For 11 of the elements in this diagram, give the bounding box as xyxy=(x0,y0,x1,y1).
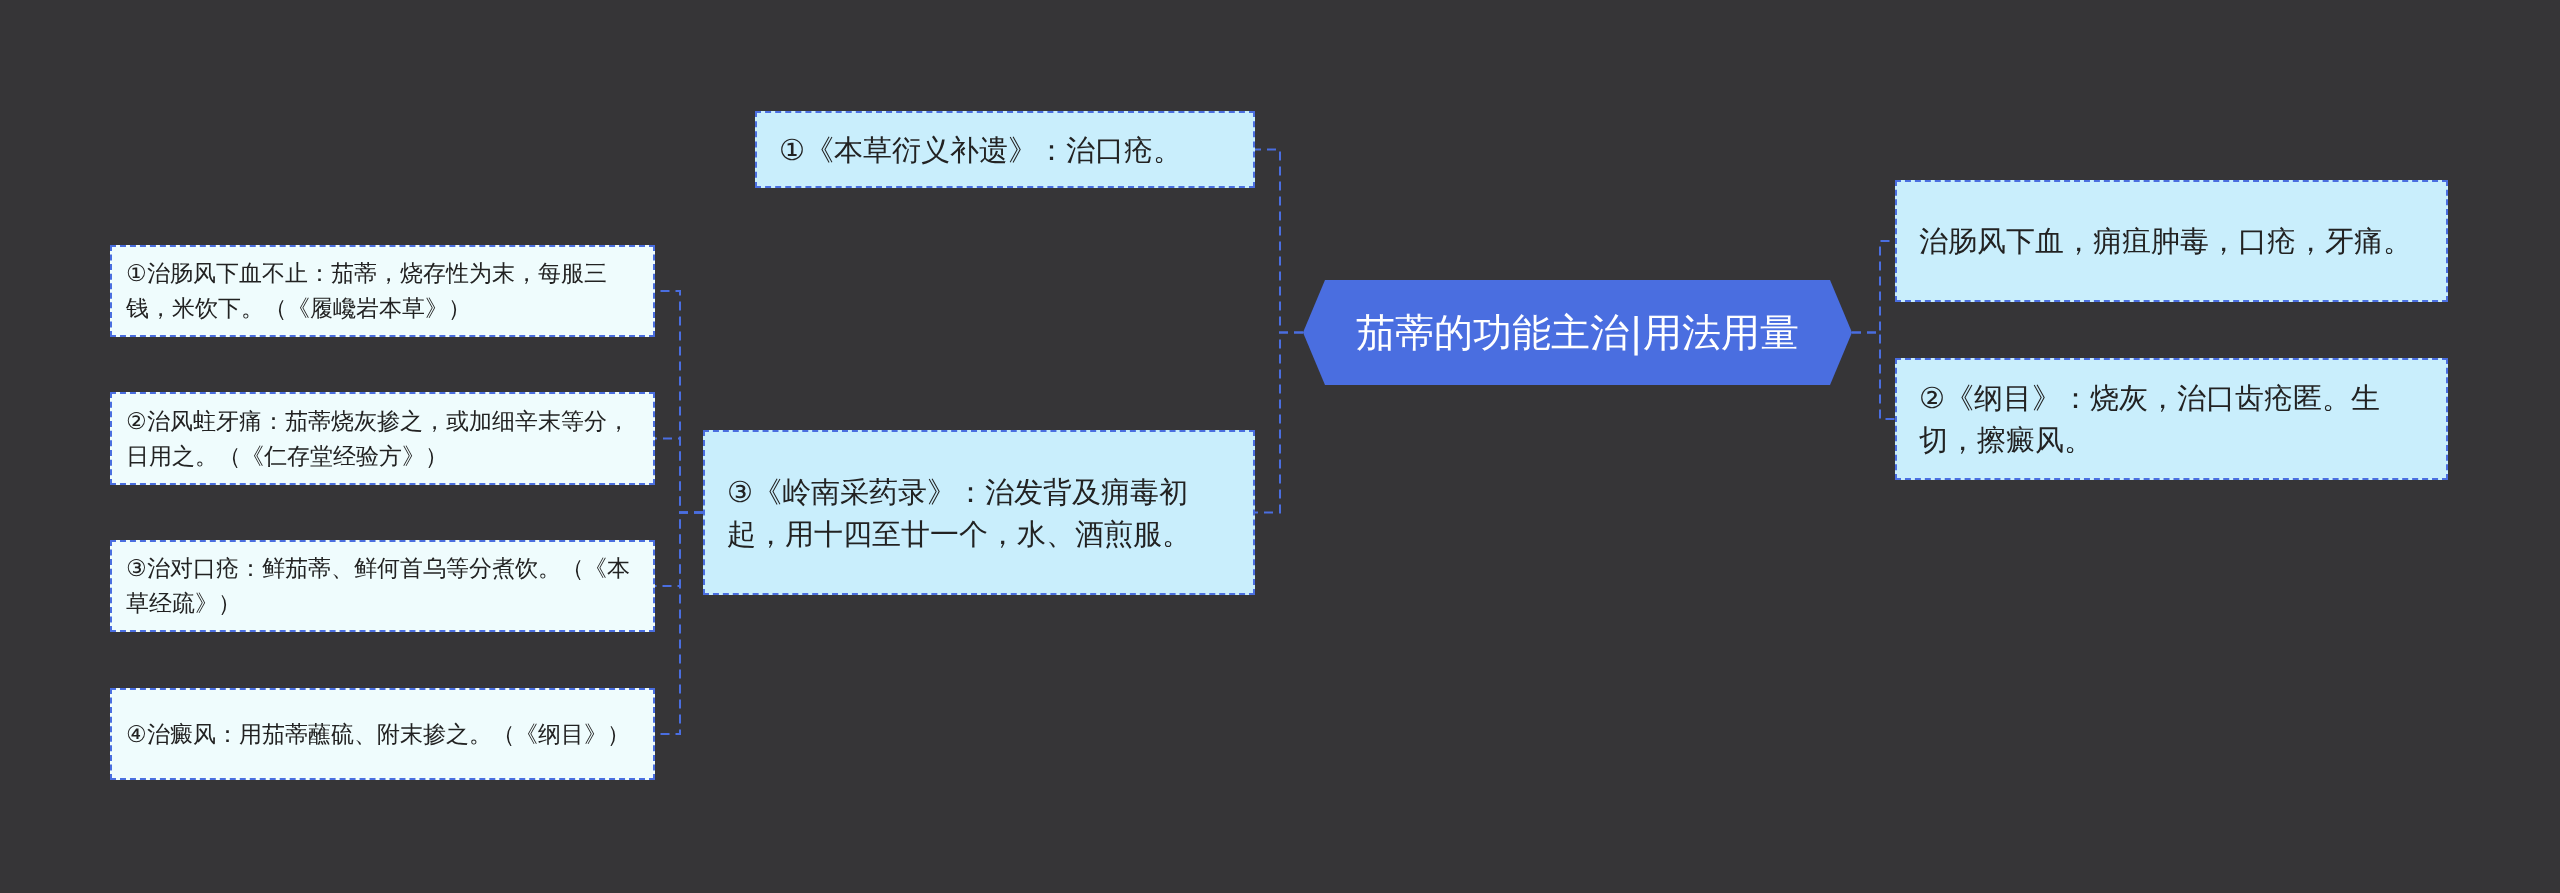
topic-box: ③《岭南采药录》：治发背及痈毒初起，用十四至廿一个，水、酒煎服。 xyxy=(703,430,1255,595)
connector xyxy=(1254,331,1304,514)
subtopic-box: ③治对口疮：鲜茄蒂、鲜何首乌等分煮饮。（《本草经疏》） xyxy=(110,540,655,632)
central-topic: 茄蒂的功能主治|用法用量 xyxy=(1303,280,1852,385)
connector xyxy=(1851,331,1896,420)
topic-box: ②《纲目》：烧灰，治口齿疮匿。生切，擦癜风。 xyxy=(1895,358,2448,480)
topic-box: ①《本草衍义补遗》：治口疮。 xyxy=(755,111,1255,188)
subtopic-box: ①治肠风下血不止：茄蒂，烧存性为末，每服三钱，米饮下。（《履巉岩本草》） xyxy=(110,245,655,337)
subtopic-box: ④治癜风：用茄蒂蘸硫、附末掺之。（《纲目》） xyxy=(110,688,655,780)
topic-box: 治肠风下血，痈疽肿毒，口疮，牙痛。 xyxy=(1895,180,2448,302)
subtopic-box: ②治风蛀牙痛：茄蒂烧灰掺之，或加细辛末等分，日用之。（《仁存堂经验方》） xyxy=(110,392,655,485)
